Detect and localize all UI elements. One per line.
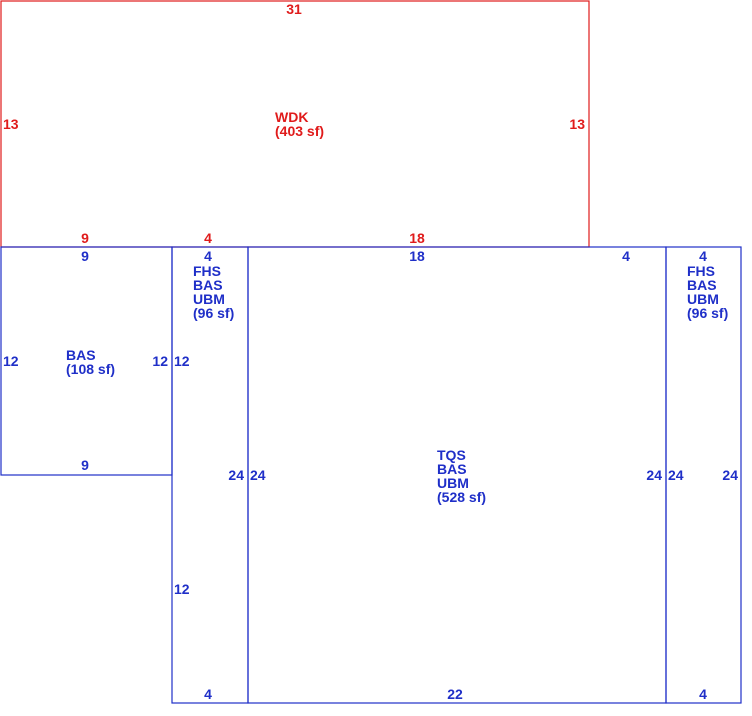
dim-bas-left: 12 (3, 353, 19, 369)
dim-fhsl-left-upper: 12 (174, 353, 190, 369)
dim-tqs-top-b: 4 (622, 248, 630, 264)
fhs-right-area-label: FHS BAS UBM (96 sf) (687, 263, 728, 321)
dim-fhsl-right: 24 (228, 467, 244, 483)
dim-wdk-bottom-b: 4 (204, 230, 212, 246)
dim-fhsr-top: 4 (699, 248, 707, 264)
dim-wdk-bottom-a: 9 (81, 230, 89, 246)
dim-fhsr-left: 24 (668, 467, 684, 483)
dim-fhsl-bottom: 4 (204, 686, 212, 702)
dim-tqs-left: 24 (250, 467, 266, 483)
fhs-right-outline (665, 246, 742, 704)
dim-wdk-top: 31 (286, 1, 302, 17)
dim-bas-top: 9 (81, 248, 89, 264)
dim-fhsl-left-lower: 12 (174, 581, 190, 597)
fhs-left-area-label: FHS BAS UBM (96 sf) (193, 263, 234, 321)
dim-fhsr-bottom: 4 (699, 686, 707, 702)
dim-wdk-right: 13 (569, 116, 585, 132)
dim-fhsl-top: 4 (204, 248, 212, 264)
dim-wdk-left: 13 (3, 116, 19, 132)
dim-tqs-bottom: 22 (447, 686, 463, 702)
wdk-area-label: WDK (403 sf) (275, 109, 324, 139)
dim-tqs-right: 24 (646, 467, 662, 483)
dim-bas-bottom: 9 (81, 457, 89, 473)
dim-wdk-bottom-c: 18 (409, 230, 425, 246)
tqs-center-area-label: TQS BAS UBM (528 sf) (437, 447, 486, 505)
dim-bas-right: 12 (152, 353, 168, 369)
dim-fhsr-right: 24 (722, 467, 738, 483)
dim-tqs-top-a: 18 (409, 248, 425, 264)
bas-left-area-label: BAS (108 sf) (66, 347, 115, 377)
